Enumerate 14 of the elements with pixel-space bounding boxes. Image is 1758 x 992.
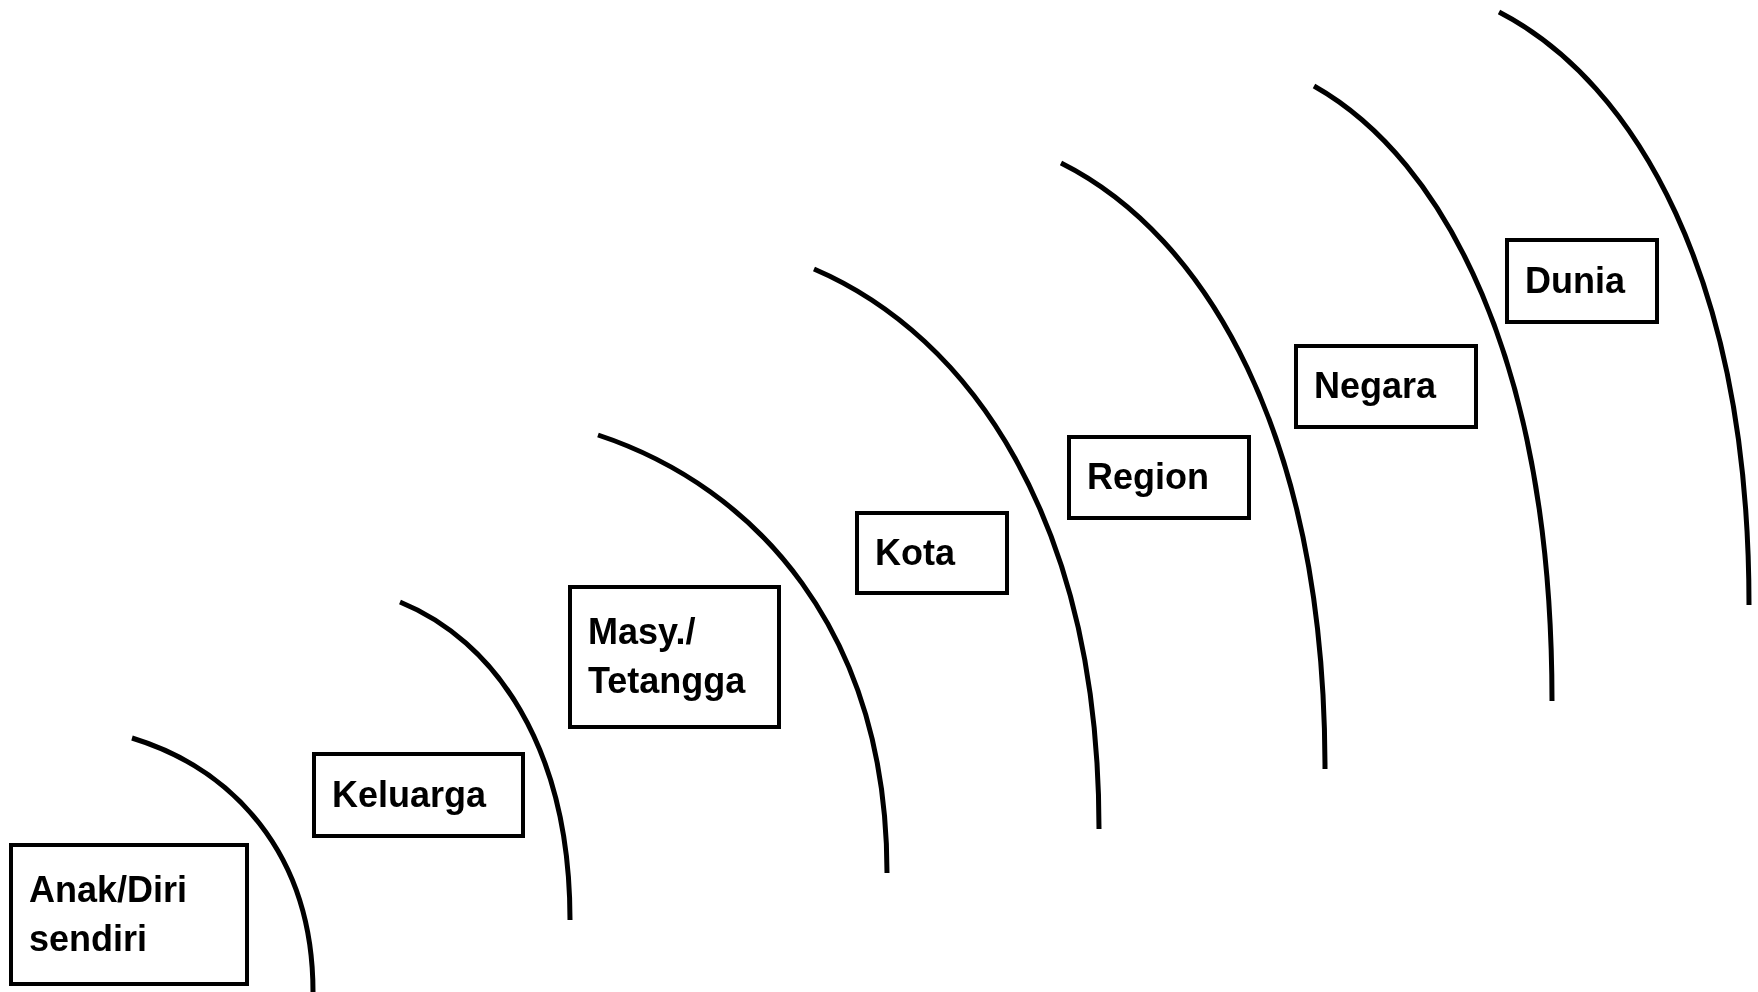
label-box [312,752,525,838]
label-box [1294,344,1478,429]
label-box [568,585,781,729]
level-label: Keluarga [332,772,487,817]
level-label: Region [1087,455,1209,500]
label-box [855,511,1009,595]
level-label: Dunia [1525,258,1625,303]
level-label: Anak/Diri sendiri [29,867,189,961]
level-label: Kota [875,530,955,575]
level-label: Negara [1314,364,1437,409]
label-box [9,843,249,986]
label-box [1067,435,1251,520]
label-box [1505,238,1659,324]
level-label: Masy./ Tetangga [588,610,747,703]
